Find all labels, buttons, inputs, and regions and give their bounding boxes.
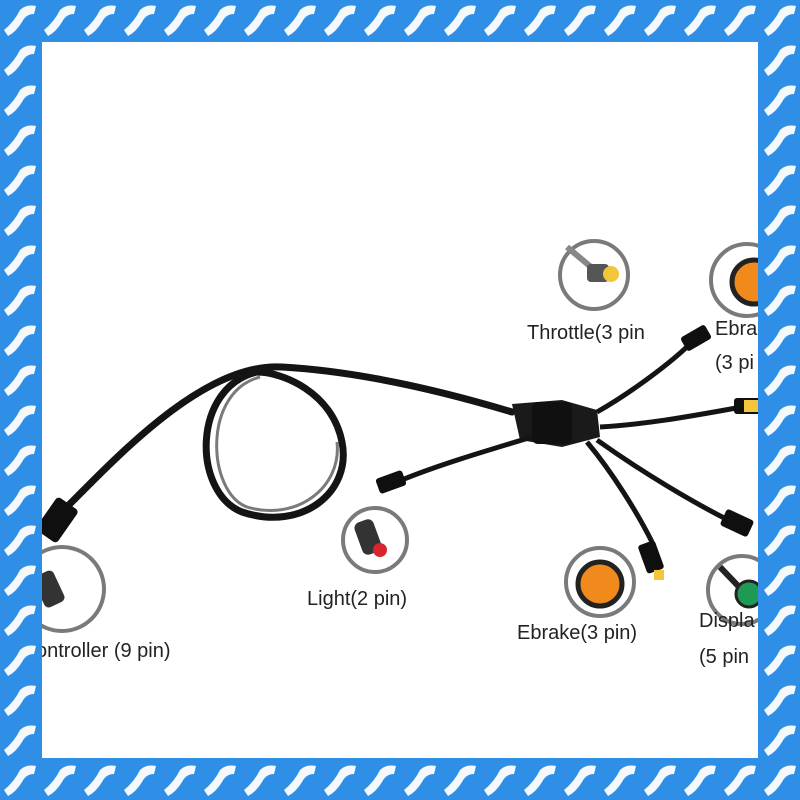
ebrake-bottom-label: Ebrake(3 pin)	[517, 622, 638, 644]
light-label: Light(2 pin)	[307, 588, 408, 610]
ebrake-connector-icon	[709, 242, 758, 318]
ebrake-connector-icon	[564, 546, 636, 618]
product-photo: Throttle(3 pin Ebra (3 pi Light(2 pin) E…	[42, 42, 758, 758]
ebrake-top-label-line2: (3 pi	[715, 352, 754, 374]
display-connector-icon	[706, 554, 758, 626]
throttle-label: Throttle(3 pin	[527, 322, 645, 344]
controller-connector-icon	[42, 545, 106, 633]
ebrake-top-label-line1: Ebra	[715, 318, 758, 340]
light-connector-icon	[341, 506, 409, 574]
display-label-line1: Displa	[699, 610, 755, 632]
controller-label: ontroller (9 pin)	[42, 640, 171, 662]
throttle-connector-icon	[558, 239, 630, 311]
display-label-line2: (5 pin	[699, 646, 750, 668]
wire-harness-cable	[42, 239, 758, 633]
